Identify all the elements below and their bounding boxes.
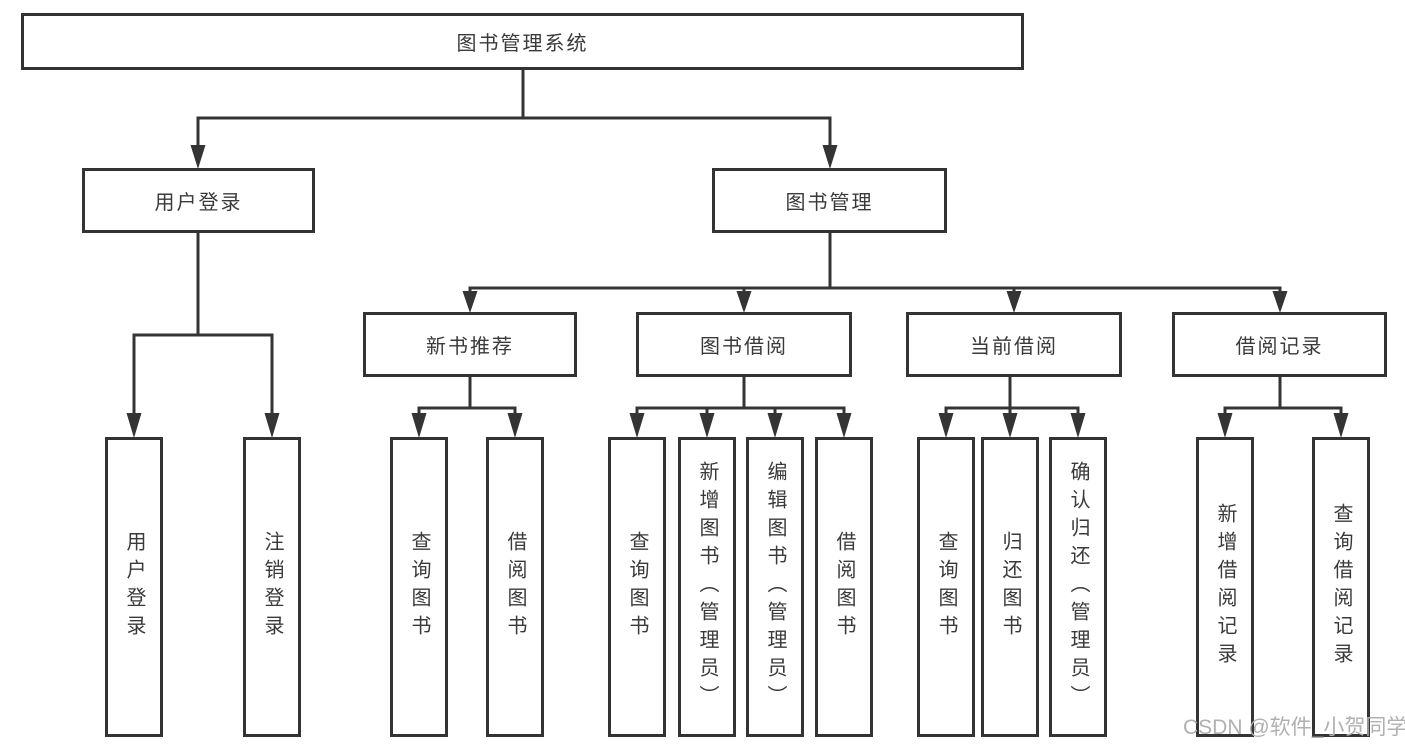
node-current-borrow: 当前借阅	[906, 312, 1122, 377]
connector-book-borrow-branch	[629, 377, 852, 438]
node-book-borrow: 图书借阅	[636, 312, 852, 377]
leaf-add-book-admin: 新增图书（管理员）	[678, 437, 736, 737]
leaf-newbook-query-books: 查询图书	[390, 437, 448, 737]
leaf-borrow-books-label: 借阅图书	[833, 531, 855, 643]
leaf-add-borrow-record-label: 新增借阅记录	[1214, 503, 1236, 671]
leaf-edit-book-admin: 编辑图书（管理员）	[746, 437, 804, 737]
connector-borrow-record-branch	[1217, 377, 1349, 438]
connector-user-login-branch	[126, 233, 280, 438]
leaf-return-books: 归还图书	[981, 437, 1039, 737]
node-borrow-record: 借阅记录	[1172, 312, 1387, 377]
leaf-user-login: 用户登录	[105, 437, 163, 737]
connector-book-mgmt-to-level3	[462, 233, 1288, 313]
connector-new-book-branch	[411, 377, 523, 438]
leaf-user-login-label: 用户登录	[123, 531, 145, 643]
leaf-logout-label: 注销登录	[261, 531, 283, 643]
node-book-management-label: 图书管理	[785, 192, 874, 214]
leaf-query-borrow-record-label: 查询借阅记录	[1330, 503, 1352, 671]
leaf-query-borrow-record: 查询借阅记录	[1312, 437, 1370, 737]
node-user-login-label: 用户登录	[154, 192, 243, 214]
leaf-return-books-label: 归还图书	[999, 531, 1021, 643]
leaf-newbook-borrow-books-label: 借阅图书	[504, 531, 526, 643]
leaf-logout: 注销登录	[243, 437, 301, 737]
leaf-confirm-return-admin: 确认归还（管理员）	[1049, 437, 1107, 737]
node-new-book-recommend-label: 新书推荐	[426, 336, 514, 358]
node-borrow-record-label: 借阅记录	[1235, 336, 1324, 358]
node-book-management: 图书管理	[712, 168, 947, 233]
leaf-current-query-books: 查询图书	[917, 437, 975, 737]
leaf-newbook-borrow-books: 借阅图书	[486, 437, 544, 737]
leaf-borrow-query-books: 查询图书	[608, 437, 666, 737]
leaf-add-book-admin-label: 新增图书（管理员）	[696, 461, 718, 713]
node-book-borrow-label: 图书借阅	[700, 336, 788, 358]
node-user-login: 用户登录	[82, 168, 315, 233]
connector-current-borrow-branch	[938, 377, 1086, 438]
connector-root-to-level2	[190, 70, 838, 169]
leaf-add-borrow-record: 新增借阅记录	[1196, 437, 1254, 737]
leaf-newbook-query-books-label: 查询图书	[408, 531, 430, 643]
node-root-system: 图书管理系统	[21, 13, 1024, 70]
node-new-book-recommend: 新书推荐	[363, 312, 577, 377]
leaf-current-query-books-label: 查询图书	[935, 531, 957, 643]
leaf-confirm-return-admin-label: 确认归还（管理员）	[1067, 461, 1089, 713]
leaf-borrow-query-books-label: 查询图书	[626, 531, 648, 643]
leaf-borrow-books: 借阅图书	[815, 437, 873, 737]
node-current-borrow-label: 当前借阅	[970, 336, 1058, 358]
node-root-system-label: 图书管理系统	[456, 33, 589, 55]
csdn-watermark: CSDN @软件_小贺同学	[1183, 716, 1405, 739]
leaf-edit-book-admin-label: 编辑图书（管理员）	[764, 461, 786, 713]
